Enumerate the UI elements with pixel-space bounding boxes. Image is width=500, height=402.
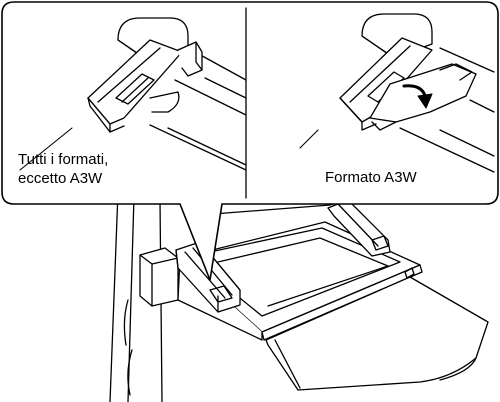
callout-label-line-2: eccetto A3W — [18, 170, 103, 187]
callout-label-all-sizes: Tutti i formati, eccetto A3W — [18, 150, 108, 188]
callout-label-line-1: Tutti i formati, — [18, 151, 109, 168]
callout-label-a3w: Formato A3W — [325, 169, 417, 186]
detail-all-sizes — [19, 17, 247, 171]
curved-arrow-down-icon — [402, 84, 433, 109]
